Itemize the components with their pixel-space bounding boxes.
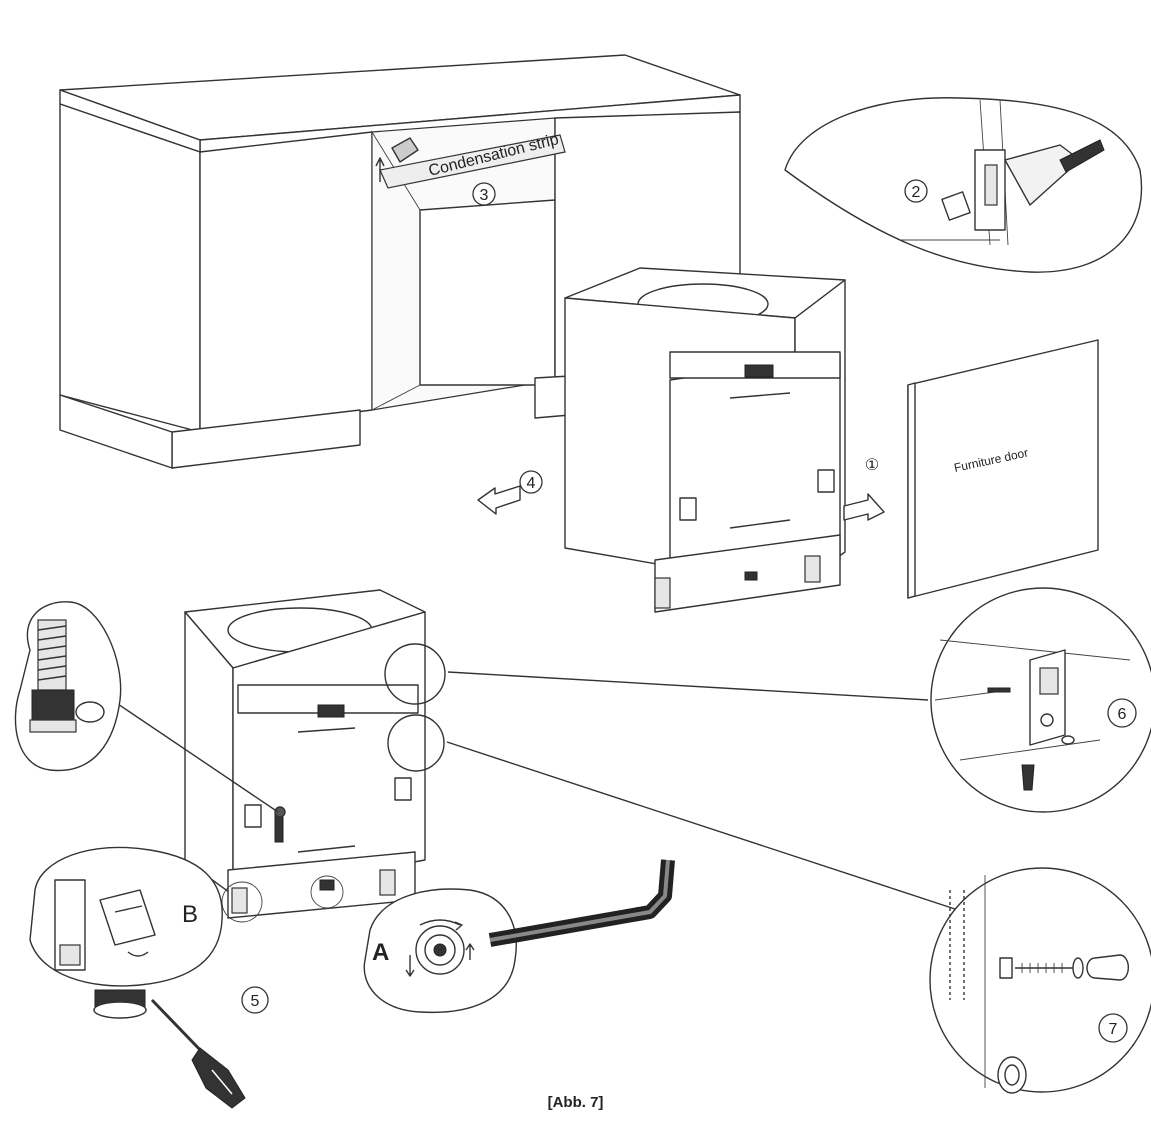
detail-a-bubble: A [363, 888, 517, 1014]
step-number-6: 6 [1107, 698, 1137, 728]
step-number-4-text: 4 [527, 475, 536, 492]
dishwasher-top [564, 267, 846, 613]
hex-key-tool [488, 859, 675, 947]
step-number-3: 3 [472, 182, 496, 206]
detail-hinge-bubble [784, 97, 1143, 273]
step-number-7-text: 7 [1109, 1021, 1118, 1038]
furniture-door: Furniture door [907, 339, 1099, 599]
callout-circle-7 [387, 714, 445, 772]
callout-lines [111, 643, 959, 923]
callout-circle-6 [384, 643, 446, 705]
dishwasher-bottom [184, 589, 426, 919]
callout-circle-a [310, 875, 344, 909]
arrow-left [477, 485, 521, 515]
step-number-1: ① [865, 457, 879, 474]
step-number-5: 5 [241, 986, 269, 1014]
detail-foot-bubble [14, 601, 122, 772]
detail-b-bubble: B [29, 846, 246, 1109]
arrow-right [843, 493, 885, 521]
screwdriver [150, 998, 246, 1109]
figure-caption: [Abb. 7] [547, 1094, 604, 1111]
step-number-3-text: 3 [480, 187, 489, 204]
step-number-2-text: 2 [912, 184, 921, 201]
threaded-rod [37, 625, 67, 681]
step-number-5-text: 5 [251, 993, 260, 1010]
detail-b-letter: B [182, 901, 198, 928]
arrows [477, 485, 885, 521]
step-number-4: 4 [519, 470, 543, 494]
step-number-2: 2 [904, 179, 928, 203]
screw-threads [1021, 963, 1063, 973]
detail-7-bubble [929, 867, 1151, 1094]
step-number-1-text: ① [865, 457, 879, 474]
callout-circle-b [221, 881, 263, 923]
step-number-7: 7 [1098, 1013, 1128, 1043]
detail-6-bubble [930, 587, 1151, 813]
step-number-6-text: 6 [1118, 706, 1127, 723]
detail-a-letter: A [372, 939, 389, 966]
